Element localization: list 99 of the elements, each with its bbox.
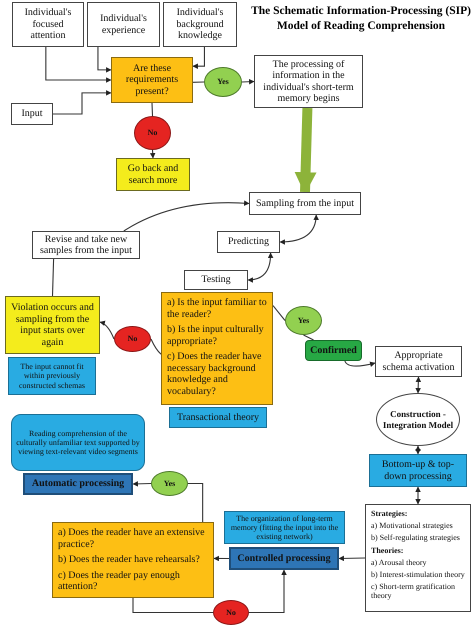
arrow xyxy=(279,214,319,245)
process-box xyxy=(184,270,248,290)
node-text: Reading comprehension of the culturally unfamiliar text supported by viewing text-relevant video segments xyxy=(15,428,141,456)
connector-line xyxy=(151,102,154,116)
no-oval xyxy=(213,600,249,625)
text-box xyxy=(163,2,237,47)
connector-line xyxy=(150,338,162,355)
node-text: b) Interest-stimulation theory xyxy=(371,570,465,580)
node-text: c) Does the reader pay enough attention? xyxy=(58,570,181,592)
connector-line xyxy=(132,598,213,614)
node-text: c) Does the reader have necessary background knowledge and vocabulary? xyxy=(167,351,262,397)
arrow xyxy=(45,47,112,83)
connector-line xyxy=(52,258,54,296)
connector-line xyxy=(272,305,286,321)
outcome-box xyxy=(116,158,190,191)
node-text: The organization of long-term memory (fitting the input into the existing network) xyxy=(230,514,340,542)
no-label: No xyxy=(148,128,158,138)
node-text: Violation occurs and sampling from the input starts over again xyxy=(10,302,95,348)
node-text: Bottom-up & top-down processing xyxy=(380,459,456,482)
strategies-box xyxy=(365,504,471,612)
arrow xyxy=(242,78,255,84)
node-text: b) Self-regulating strategies xyxy=(371,533,460,543)
text-box xyxy=(87,2,160,47)
arrow xyxy=(415,486,421,505)
process-box xyxy=(32,231,140,259)
arrow xyxy=(247,252,274,282)
node-text: Appropriate schema activation xyxy=(382,350,456,373)
process-box xyxy=(249,192,361,215)
process-box xyxy=(254,55,363,108)
note-box xyxy=(11,414,145,471)
yes-label: Yes xyxy=(164,478,176,488)
process-box xyxy=(375,346,462,377)
yes-oval xyxy=(285,306,322,335)
arrow xyxy=(338,556,366,562)
node-text: Individual's experience xyxy=(99,13,148,36)
note-box xyxy=(224,511,345,544)
no-oval xyxy=(134,116,171,150)
arrow xyxy=(344,360,376,367)
node-text: c) Short-term gratification theory xyxy=(371,582,456,600)
note-box xyxy=(169,407,267,428)
node-text: Go back and search more xyxy=(126,163,180,186)
node-text: a) Motivational strategies xyxy=(371,521,453,530)
arrow xyxy=(97,47,112,73)
node-text: Are these requirements present? xyxy=(124,62,180,98)
process-box xyxy=(217,231,280,253)
node-text: Confirmed xyxy=(310,344,357,356)
no-oval xyxy=(114,326,151,352)
section-heading: Theories: xyxy=(371,546,404,555)
connector-line xyxy=(188,482,204,522)
arrow xyxy=(99,320,114,340)
arrow xyxy=(415,376,422,394)
process-box xyxy=(369,454,467,487)
confirmed-box xyxy=(305,340,362,361)
node-text: Individual's focused attention xyxy=(24,7,72,42)
node-text: a) Arousal theory xyxy=(371,558,427,567)
block-arrow xyxy=(294,108,317,194)
node-text: Transactional theory xyxy=(176,412,260,424)
node-text: Controlled processing xyxy=(237,552,331,564)
arrow xyxy=(415,445,421,455)
node-text: b) Is the input culturally appropriate? xyxy=(167,324,265,347)
arrow xyxy=(53,90,112,115)
question-box xyxy=(161,292,273,405)
text-box xyxy=(12,2,84,47)
decision-box xyxy=(111,57,193,103)
node-text: a) Is the input familiar to the reader? xyxy=(167,297,267,320)
node-text: Automatic processing xyxy=(32,478,124,490)
yes-label: Yes xyxy=(298,316,310,326)
node-text: The processing of information in the individual's short-term memory begins xyxy=(262,58,355,104)
node-text: Construction -Integration Model xyxy=(382,409,454,430)
input-box xyxy=(11,103,53,125)
outcome-box xyxy=(5,296,100,354)
node-text: Individual's background knowledge xyxy=(175,7,225,42)
arrow xyxy=(249,569,287,614)
arrow xyxy=(150,150,156,159)
connector-line xyxy=(192,81,204,83)
node-text: Input xyxy=(21,108,43,120)
node-text: b) Does the reader have rehearsals? xyxy=(58,554,200,566)
arrow xyxy=(124,200,250,232)
question-box xyxy=(52,522,214,598)
node-text: Predicting xyxy=(228,236,270,248)
yes-oval xyxy=(204,67,242,97)
yes-label: Yes xyxy=(217,77,229,87)
connector-line xyxy=(303,334,314,340)
node-text: Sampling from the input xyxy=(256,198,354,210)
node-text: Revise and take new samples from the input xyxy=(39,234,133,256)
diagram-title: The Schematic Information-Processing (SIP) Model of Reading Comprehension xyxy=(250,4,472,34)
yes-oval xyxy=(151,471,188,496)
arrow xyxy=(132,481,152,487)
no-label: No xyxy=(226,608,236,618)
process-box xyxy=(229,547,339,570)
no-label: No xyxy=(128,334,138,344)
node-text: Testing xyxy=(201,274,231,286)
arrow xyxy=(192,47,205,69)
node-text: The input cannot fit within previously constructed schemas xyxy=(18,362,86,390)
process-box xyxy=(23,473,133,495)
section-heading: Strategies: xyxy=(371,509,408,518)
node-text: a) Does the reader have an extensive practice? xyxy=(58,527,206,550)
arrow xyxy=(213,556,229,562)
note-box xyxy=(8,357,96,395)
